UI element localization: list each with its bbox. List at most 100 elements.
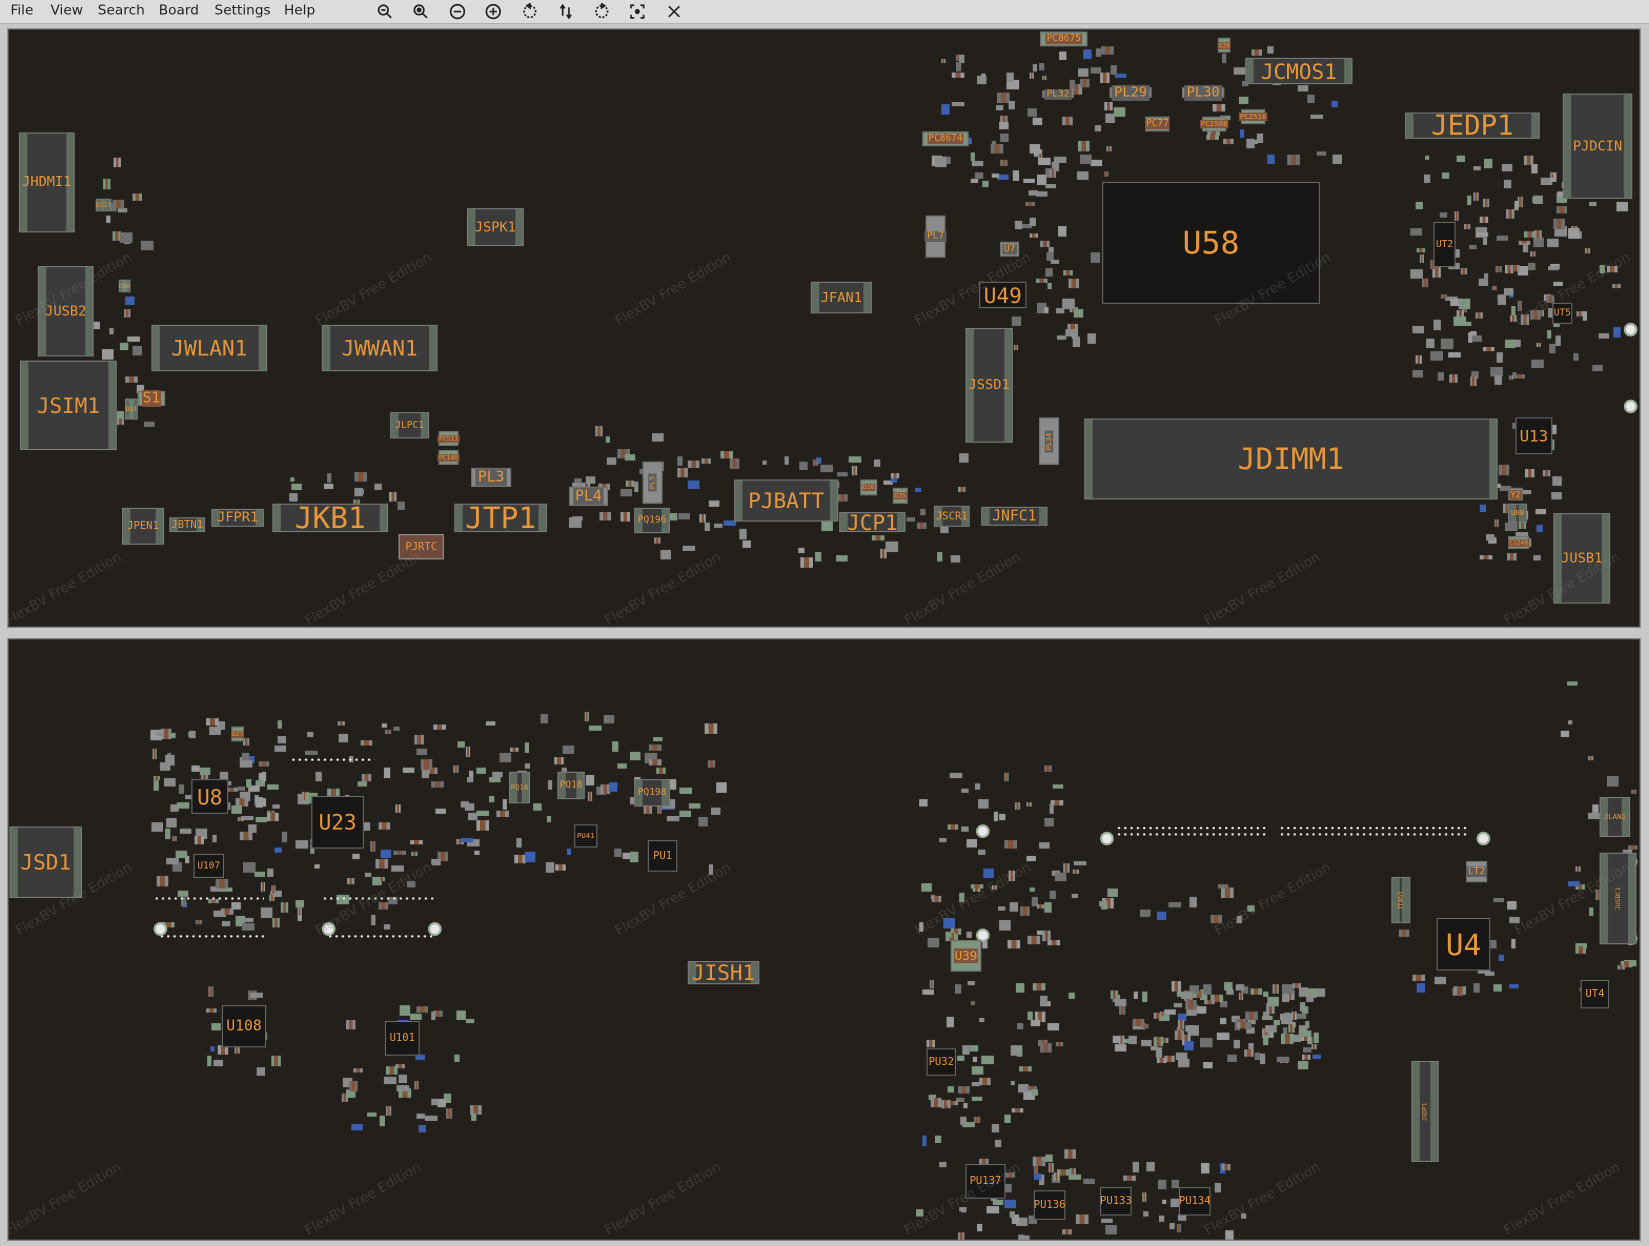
menu-file[interactable]: File — [10, 3, 34, 19]
component-pl5[interactable]: PL5 — [642, 461, 663, 504]
component-pu136[interactable]: PU136 — [1034, 1190, 1065, 1220]
zoom-fit-icon[interactable] — [409, 1, 432, 22]
component-ut4[interactable]: UT4 — [1580, 979, 1610, 1009]
component-jusb2[interactable]: JUSB2 — [37, 266, 94, 357]
component-pjbatt[interactable]: PJBATT — [734, 479, 839, 522]
component-pl34[interactable]: PL34 — [1039, 417, 1060, 465]
component-u58[interactable]: U58 — [1102, 181, 1320, 304]
component-pu41[interactable]: PU41 — [574, 824, 598, 848]
component-y2[interactable]: Y2 — [1508, 487, 1523, 501]
component-d25[interactable]: D25 — [892, 487, 908, 504]
component-jkb1[interactable]: JKB1 — [272, 501, 389, 535]
smd-part — [1504, 339, 1516, 348]
component-jcp1[interactable]: JCP1 — [839, 509, 906, 535]
component-jsd1[interactable]: JSD1 — [9, 826, 83, 898]
component-jhdmi1[interactable]: JHDMI1 — [18, 132, 75, 233]
flip-icon[interactable] — [554, 1, 577, 22]
menu-board[interactable]: Board — [158, 3, 200, 19]
component-u7[interactable]: U7 — [1000, 241, 1020, 257]
component-pu137[interactable]: PU137 — [965, 1164, 1006, 1199]
component-u49[interactable]: U49 — [979, 281, 1027, 309]
component-pu133[interactable]: PU133 — [1100, 1187, 1132, 1216]
rotate-ccw-icon[interactable] — [518, 1, 541, 22]
component-jlpc1[interactable]: JLPC1 — [390, 412, 430, 439]
component-jpen1[interactable]: JPEN1 — [121, 507, 165, 545]
component-jnfc1[interactable]: JNFC1 — [981, 506, 1048, 526]
component-c1248[interactable]: C1248 — [1508, 536, 1530, 549]
component-pc77[interactable]: PC77 — [1144, 116, 1170, 132]
component-d26[interactable]: D26 — [860, 479, 878, 496]
component-d27[interactable]: D27 — [230, 726, 245, 742]
component-pq16[interactable]: PQ16 — [509, 771, 531, 804]
component-jtp1[interactable]: JTP1 — [454, 501, 547, 535]
component-pl32[interactable]: PL32 — [1042, 88, 1074, 100]
component-pq198[interactable]: PQ198 — [634, 779, 670, 807]
component-jusb1[interactable]: JUSB1 — [1553, 513, 1611, 604]
component-ut2[interactable]: UT2 — [1433, 221, 1456, 268]
component-jdimm1[interactable]: JDIMM1 — [1084, 418, 1498, 500]
component-jssd1[interactable]: JSSD1 — [965, 328, 1013, 443]
component-jwlan1[interactable]: JWLAN1 — [151, 324, 268, 372]
menu-settings[interactable]: Settings — [214, 3, 271, 19]
component-u39[interactable]: U39 — [950, 940, 982, 972]
menu-search[interactable]: Search — [97, 3, 145, 19]
component-u8[interactable]: U8 — [191, 779, 229, 814]
component-d227[interactable]: D227 — [95, 198, 112, 212]
component-jcmos1[interactable]: JCMOS1 — [1245, 57, 1353, 85]
component-jedp1[interactable]: JEDP1 — [1405, 110, 1540, 141]
component-pl29[interactable]: PL29 — [1109, 84, 1152, 101]
component-jlan1[interactable]: JLAN1 — [1599, 797, 1631, 837]
menu-view[interactable]: View — [50, 3, 83, 19]
component-u88[interactable]: U88 — [1508, 503, 1528, 523]
component-u13[interactable]: U13 — [1515, 417, 1553, 455]
component-pl3[interactable]: PL3 — [471, 467, 512, 487]
component-pq18[interactable]: PQ18 — [557, 771, 585, 800]
component-u108[interactable]: U108 — [221, 1005, 267, 1048]
component-s1[interactable]: S1 — [137, 390, 166, 407]
zoom-plus-icon[interactable] — [482, 1, 505, 22]
component-u101[interactable]: U101 — [384, 1021, 420, 1056]
component-lt2[interactable]: LT2 — [1465, 861, 1488, 883]
component-ut5[interactable]: UT5 — [1552, 302, 1573, 324]
component-pc8675[interactable]: PC8675 — [1040, 31, 1088, 47]
component-pu1[interactable]: PU1 — [647, 840, 678, 872]
component-pc8674[interactable]: PC8674 — [922, 131, 969, 147]
component-u23[interactable]: U23 — [311, 795, 364, 849]
component-pjdcin[interactable]: PJDCIN — [1562, 93, 1633, 199]
component-pu134[interactable]: PU134 — [1179, 1187, 1211, 1216]
component-jish1[interactable]: JISH1 — [687, 960, 760, 985]
component-u4[interactable]: U4 — [1436, 917, 1491, 971]
component-d21[interactable]: D21 — [125, 398, 138, 420]
component-jsim1[interactable]: JSIM1 — [19, 360, 117, 451]
menu-help[interactable]: Help — [283, 3, 316, 19]
component-jwwan1[interactable]: JWWAN1 — [321, 324, 438, 372]
component-jtag1[interactable]: JTAG1 — [1391, 876, 1411, 924]
component-jbtn1[interactable]: JBTN1 — [169, 517, 206, 533]
component-pu32[interactable]: PU32 — [926, 1048, 956, 1076]
component-pq196[interactable]: PQ196 — [634, 507, 670, 534]
component-jusbc1[interactable]: JUSBC1 — [1599, 852, 1637, 945]
component-pc140[interactable]: PC140 — [438, 450, 460, 465]
component-pc2508[interactable]: PC2508 — [1199, 116, 1229, 132]
close-icon[interactable] — [663, 1, 686, 22]
component-jspk1[interactable]: JSPK1 — [466, 208, 524, 247]
center-icon[interactable] — [626, 1, 649, 22]
component-pl7[interactable]: PL7 — [924, 215, 947, 258]
component-pc2516[interactable]: PC2516 — [1238, 109, 1268, 125]
component-pc511[interactable]: PC511 — [438, 431, 460, 446]
component-pl4[interactable]: PL4 — [568, 486, 608, 506]
rotate-cw-icon[interactable] — [590, 1, 613, 22]
component-pjrtc[interactable]: PJRTC — [398, 534, 444, 560]
component-jfpr1[interactable]: JFPR1 — [211, 508, 264, 527]
component-u107[interactable]: U107 — [193, 853, 225, 879]
zoom-minus-icon[interactable] — [446, 1, 469, 22]
component-jfan1[interactable]: JFAN1 — [810, 281, 872, 314]
component-d28[interactable]: D28 — [1217, 37, 1231, 53]
component-jxdp1[interactable]: JXDP1 — [1411, 1060, 1439, 1162]
component-d80[interactable]: D80 — [118, 279, 131, 293]
zoom-in-icon[interactable] — [373, 1, 396, 22]
component-pl30[interactable]: PL30 — [1182, 84, 1225, 101]
component-jscr1[interactable]: JSCR1 — [933, 505, 970, 527]
